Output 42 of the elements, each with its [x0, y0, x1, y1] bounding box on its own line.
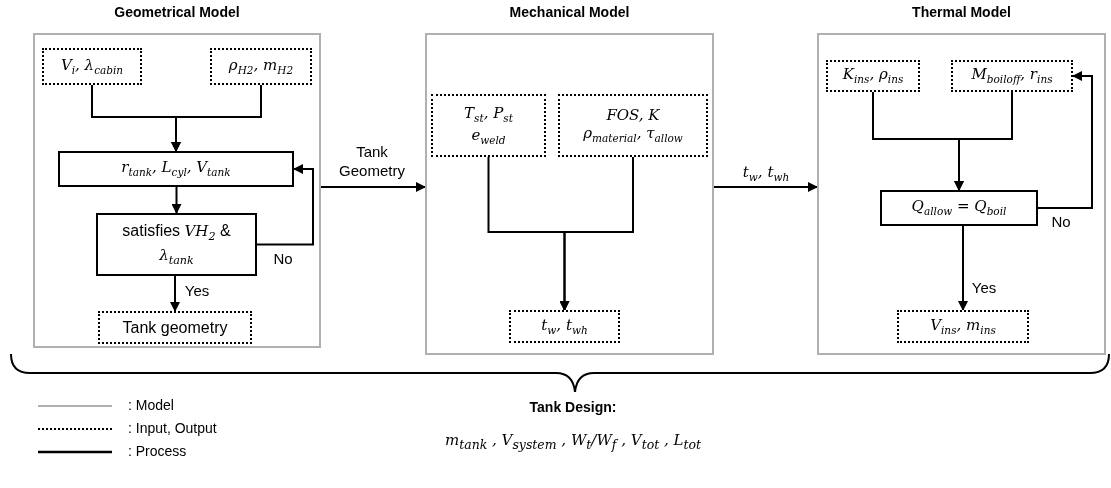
arrow [256, 164, 314, 246]
formula-text: V$_{i}$, λ$_{cabin}$ [60, 55, 124, 78]
process-box [880, 190, 1038, 226]
formula-text: m$_{tank}$ , V$_{system}$ , W$_{t}$/W$_{f}$ , V$_{tot}$ , L$_{tot}$ [443, 431, 703, 452]
model-title: Mechanical Model [508, 4, 631, 20]
legend-text: : Model [128, 397, 174, 413]
arrow [171, 186, 182, 214]
arrow [171, 84, 262, 152]
formula-text: V$_{ins}$, m$_{ins}$ [930, 315, 996, 338]
arrow [170, 275, 180, 312]
formula-text: r$_{tank}$, L$_{cyl}$, V$_{tank}$ [121, 158, 231, 180]
arrow [559, 156, 634, 311]
input-output-box [951, 60, 1073, 92]
summary-title: Tank Design: [528, 399, 618, 415]
formula-text: M$_{boiloff}$, r$_{ins}$ [971, 65, 1053, 87]
input-output-box [509, 310, 620, 343]
input-output-box [826, 60, 920, 92]
process-box [96, 213, 257, 276]
legend-text: : Process [128, 443, 187, 459]
input-output-box [897, 310, 1029, 343]
input-output-box [431, 94, 546, 157]
input-output-box [210, 48, 312, 85]
input-output-box [98, 311, 252, 344]
model-title: Geometrical Model [113, 4, 241, 20]
input-output-box [42, 48, 142, 85]
legend-text: : Input, Output [128, 420, 217, 436]
process-text: Tank geometry [122, 317, 228, 338]
formula-text: Q$_{allow}$ = Q$_{boil}$ [911, 197, 1007, 219]
formula-text: ρ$_{H2}$, m$_{H2}$ [228, 55, 294, 78]
formula-text: K$_{ins}$, ρ$_{ins}$ [842, 65, 904, 87]
arrow [958, 225, 968, 311]
input-output-box [558, 94, 708, 157]
process-box [58, 151, 294, 187]
formula-text: FOS, K ρ$_{material}$, τ$_{allow}$ [582, 105, 684, 146]
process-text: satisfies VH$_{2}$ & λ$_{tank}$ [121, 221, 232, 268]
formula-text: T$_{st}$, P$_{st}$ e$_{weld}$ [463, 104, 514, 147]
arrow [1037, 71, 1093, 209]
model-title: Thermal Model [911, 4, 1012, 20]
formula-text: t$_{w}$, t$_{wh}$ [541, 315, 588, 338]
arrow [954, 91, 1013, 191]
arrow [320, 182, 426, 192]
arrow [713, 182, 818, 192]
